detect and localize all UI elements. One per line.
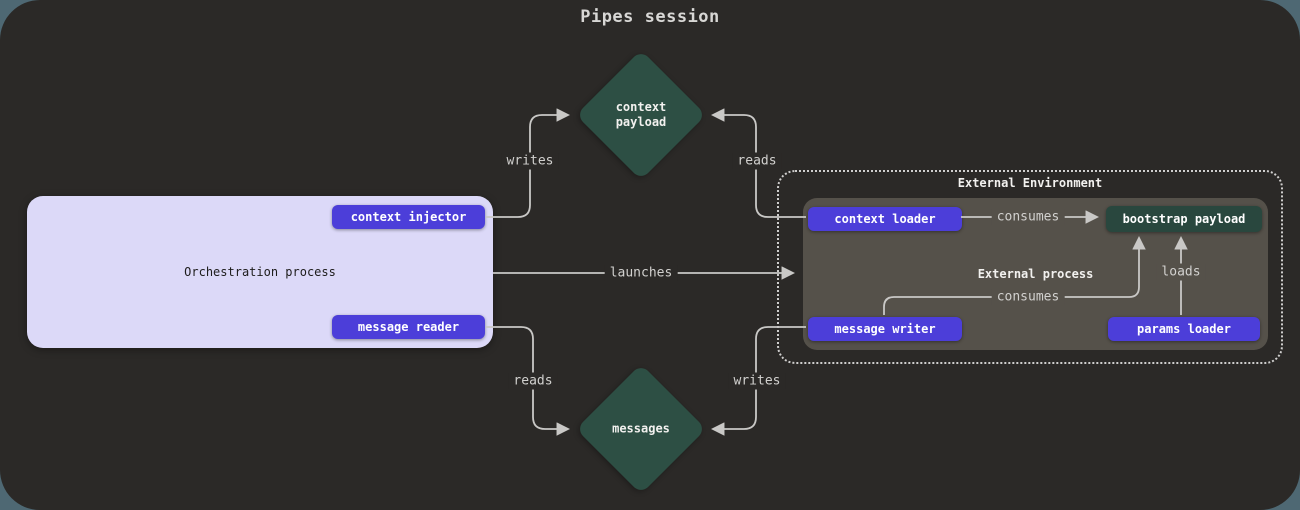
edge-label-writes-top: writes <box>501 152 559 170</box>
external-environment-node: External Environment External process co… <box>777 170 1283 364</box>
edge-label-consumes-mid: consumes <box>991 288 1065 306</box>
edge-label-writes-bottom: writes <box>728 372 786 390</box>
orchestration-process-node: Orchestration process context injector m… <box>27 196 493 348</box>
edge-label-loads: loads <box>1156 263 1206 281</box>
bootstrap-payload-node: bootstrap payload <box>1106 206 1262 232</box>
edge-label-launches: launches <box>604 264 678 282</box>
context-loader-node: context loader <box>808 207 962 231</box>
edge-label-consumes-top: consumes <box>991 208 1065 226</box>
external-process-label: External process <box>977 267 1094 281</box>
params-loader-node: params loader <box>1108 317 1260 341</box>
orchestration-process-label: Orchestration process <box>184 265 336 279</box>
external-environment-label: External Environment <box>957 176 1103 190</box>
message-reader-node: message reader <box>332 315 485 339</box>
edge-label-reads-bottom: reads <box>508 372 558 390</box>
page-title: Pipes session <box>580 7 720 27</box>
messages-label: messages <box>612 421 670 436</box>
edge-label-reads-top: reads <box>732 152 782 170</box>
message-writer-node: message writer <box>808 317 962 341</box>
context-injector-node: context injector <box>332 205 485 229</box>
context-payload-label: context payload <box>615 100 667 129</box>
